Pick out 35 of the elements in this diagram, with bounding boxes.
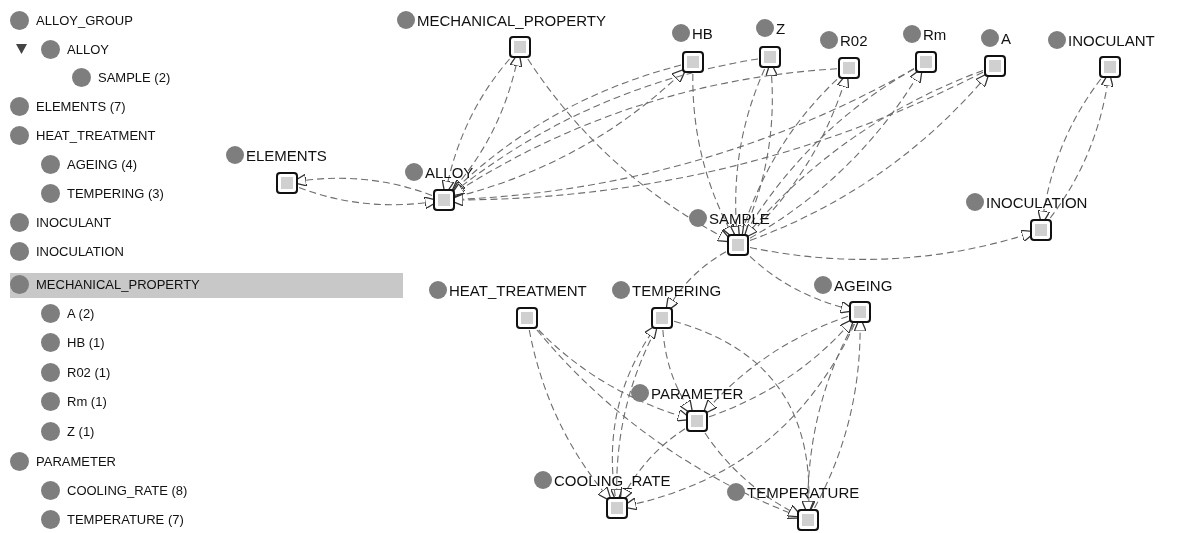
tree-item-label: HB (1): [67, 334, 105, 350]
node-label: HB: [692, 24, 713, 42]
tree-item-label: Rm (1): [67, 393, 107, 409]
node-label: COOLING_RATE: [554, 471, 671, 489]
node-label: AGEING: [834, 276, 893, 294]
node-label: HEAT_TREATMENT: [449, 281, 587, 299]
node-label: ALLOY: [425, 163, 474, 181]
node-label: TEMPERATURE: [747, 483, 860, 501]
node-label: PARAMETER: [651, 384, 744, 402]
node-label: MECHANICAL_PROPERTY: [417, 11, 606, 29]
tree-item-label: HEAT_TREATMENT: [36, 127, 156, 143]
tree-item-label: INOCULANT: [36, 214, 112, 230]
tree-item-label: TEMPERING (3): [67, 185, 164, 201]
tree-item-label: COOLING_RATE (8): [67, 482, 188, 498]
node-label: ELEMENTS: [246, 146, 327, 164]
tree-item-label: AGEING (4): [67, 156, 138, 172]
tree-item-label: ALLOY: [67, 41, 109, 57]
tree-item-label: R02 (1): [67, 364, 111, 380]
node-label: SAMPLE: [709, 209, 770, 227]
node-label: TEMPERING: [632, 281, 722, 299]
tree-item-label: TEMPERATURE (7): [67, 511, 184, 527]
tree-item-label: SAMPLE (2): [98, 69, 171, 85]
tree-item-label: PARAMETER: [36, 453, 116, 469]
tree-item-label: Z (1): [67, 423, 95, 439]
tree-item-label: ELEMENTS (7): [36, 98, 126, 114]
node-label: R02: [840, 31, 868, 49]
tree-item-label: MECHANICAL_PROPERTY: [36, 276, 200, 292]
tree-item-label: ALLOY_GROUP: [36, 12, 133, 28]
tree-item-label: A (2): [67, 305, 95, 321]
tree-item-label: INOCULATION: [36, 243, 124, 259]
node-label: INOCULATION: [986, 193, 1088, 211]
node-label: Z: [776, 19, 786, 37]
node-label: INOCULANT: [1068, 31, 1155, 49]
node-label: Rm: [923, 25, 947, 43]
node-label: A: [1001, 29, 1011, 47]
